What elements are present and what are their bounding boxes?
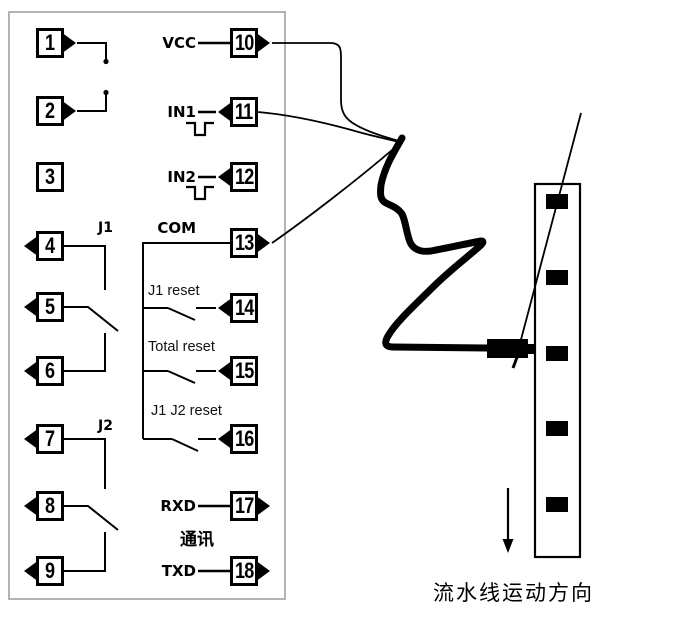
terminal-1: 1 bbox=[36, 28, 76, 58]
terminal-13: 13 bbox=[230, 228, 270, 258]
terminal-15: 15 bbox=[218, 356, 258, 386]
signal-leads bbox=[198, 41, 230, 573]
terminal-number: 5 bbox=[45, 294, 55, 319]
terminal-4: 4 bbox=[24, 231, 64, 261]
terminal-10: 10 bbox=[230, 28, 270, 58]
pulse-icon bbox=[186, 185, 214, 201]
terminal-9: 9 bbox=[24, 556, 64, 586]
arrow-right-icon bbox=[61, 32, 76, 54]
terminal-number: 11 bbox=[235, 99, 253, 124]
terminal-number: 10 bbox=[234, 30, 254, 55]
strip-mark bbox=[546, 497, 568, 512]
pulse-icon bbox=[186, 121, 214, 137]
terminal-12: 12 bbox=[218, 162, 258, 192]
terminal-16: 16 bbox=[218, 424, 258, 454]
strip-mark bbox=[546, 346, 568, 361]
reflective-strip bbox=[533, 182, 582, 559]
arrow-left-icon bbox=[24, 235, 39, 257]
arrow-right-icon bbox=[255, 495, 270, 517]
arrow-right-icon bbox=[61, 100, 76, 122]
terminal-14: 14 bbox=[218, 293, 258, 323]
com-label: COM bbox=[157, 219, 196, 237]
vcc-label: VCC bbox=[162, 34, 196, 52]
arrow-left-icon bbox=[24, 560, 39, 582]
sensor-wires bbox=[257, 42, 400, 244]
total-reset-label: Total reset bbox=[148, 339, 215, 355]
terminal-number: 13 bbox=[234, 230, 254, 255]
arrow-left-icon bbox=[24, 296, 39, 318]
terminal-7: 7 bbox=[24, 424, 64, 454]
terminal-number: 12 bbox=[234, 164, 254, 189]
relay-j2-contacts bbox=[64, 438, 119, 572]
terminal-3: 3 bbox=[36, 162, 64, 192]
arrow-left-icon bbox=[24, 495, 39, 517]
arrow-left-icon bbox=[218, 428, 233, 450]
terminal-number: 2 bbox=[45, 98, 55, 123]
sensor-head bbox=[487, 339, 535, 369]
relay-j1-contacts bbox=[64, 245, 119, 372]
terminal-number: 16 bbox=[234, 426, 254, 451]
terminal-number: 9 bbox=[45, 558, 55, 583]
in2-label: IN2 bbox=[167, 168, 196, 186]
terminal-17: 17 bbox=[230, 491, 270, 521]
terminal-11: 11 bbox=[218, 97, 258, 127]
txd-label: TXD bbox=[161, 562, 196, 580]
terminal-number: 1 bbox=[45, 30, 55, 55]
rxd-label: RXD bbox=[160, 497, 196, 515]
j2-relay-label: J2 bbox=[98, 418, 113, 434]
arrow-left-icon bbox=[218, 101, 233, 123]
terminal-number: 15 bbox=[234, 358, 254, 383]
terminal-number: 6 bbox=[45, 358, 55, 383]
in1-label: IN1 bbox=[167, 103, 196, 121]
j1-j2-reset-label: J1 J2 reset bbox=[151, 403, 222, 419]
terminal-block-frame bbox=[8, 11, 286, 600]
strip-mark bbox=[546, 270, 568, 285]
arrow-left-icon bbox=[24, 428, 39, 450]
sensor-beam-line bbox=[513, 112, 582, 367]
com-bus-and-reset-switches bbox=[142, 242, 230, 452]
arrow-left-icon bbox=[218, 360, 233, 382]
terminal-6: 6 bbox=[24, 356, 64, 386]
arrow-right-icon bbox=[255, 232, 270, 254]
terminal-number: 3 bbox=[45, 164, 55, 189]
j1-reset-label: J1 reset bbox=[148, 283, 200, 299]
contact-1-2 bbox=[77, 42, 109, 112]
terminal-5: 5 bbox=[24, 292, 64, 322]
terminal-number: 14 bbox=[234, 295, 254, 320]
flow-direction-label: 流水线运动方向 bbox=[433, 581, 594, 605]
strip-mark bbox=[546, 421, 568, 436]
arrow-right-icon bbox=[255, 32, 270, 54]
arrow-left-icon bbox=[218, 297, 233, 319]
flow-arrow-icon bbox=[502, 488, 514, 553]
terminal-8: 8 bbox=[24, 491, 64, 521]
terminal-number: 8 bbox=[45, 493, 55, 518]
arrow-left-icon bbox=[24, 360, 39, 382]
arrow-left-icon bbox=[218, 166, 233, 188]
arrow-right-icon bbox=[255, 560, 270, 582]
terminal-number: 4 bbox=[45, 233, 55, 258]
terminal-number: 17 bbox=[234, 493, 254, 518]
terminal-18: 18 bbox=[230, 556, 270, 586]
terminal-number: 18 bbox=[234, 558, 254, 583]
sensor-cable bbox=[377, 134, 491, 352]
terminal-2: 2 bbox=[36, 96, 76, 126]
j1-relay-label: J1 bbox=[98, 220, 113, 236]
comm-label: 通讯 bbox=[180, 530, 214, 550]
terminal-number: 7 bbox=[45, 426, 55, 451]
